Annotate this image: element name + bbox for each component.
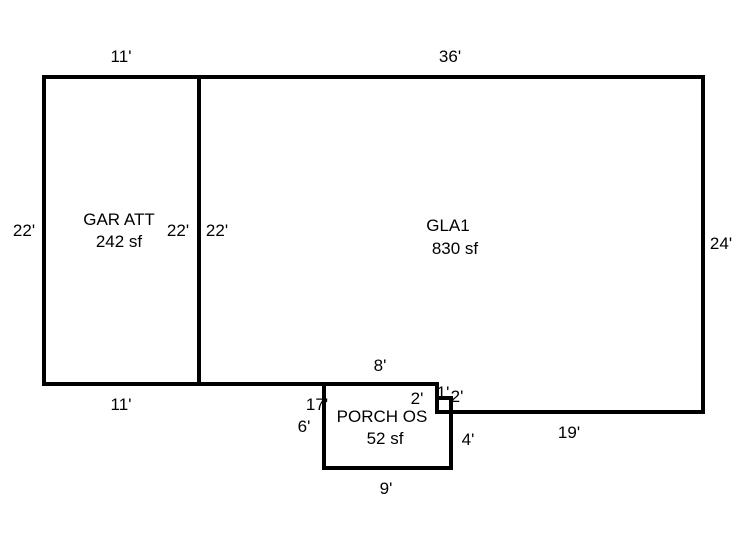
dim-porch-left-upper: 17' [306,395,328,414]
porch-outline[interactable] [322,382,453,470]
dim-gla-notch-step: 1' [437,383,450,402]
porch-name: PORCH OS [337,407,428,426]
porch-area: 52 sf [367,429,404,448]
garage-area: 242 sf [96,232,143,251]
dim-porch-top-inner: 2' [411,389,424,408]
gla-area: 830 sf [432,239,479,258]
dim-porch-left: 6' [298,417,311,436]
dim-garage-bottom: 11' [111,395,132,414]
dim-porch-bottom: 9' [380,479,393,498]
gla-name: GLA1 [426,216,469,235]
garage-name: GAR ATT [83,210,154,229]
dim-gla-top: 36' [439,47,461,66]
dim-gla-left: 22' [206,221,228,240]
dim-porch-right: 4' [462,430,475,449]
dim-gla-notch-top: 8' [374,356,387,375]
dim-gla-bottom-right: 19' [558,423,580,442]
dim-garage-top: 11' [111,47,132,66]
gla-outline[interactable] [197,75,705,414]
dim-garage-right: 22' [167,221,189,240]
dim-garage-left: 22' [13,221,35,240]
dim-gla-notch-right: 2' [451,387,464,406]
dim-gla-right: 24' [710,234,732,253]
